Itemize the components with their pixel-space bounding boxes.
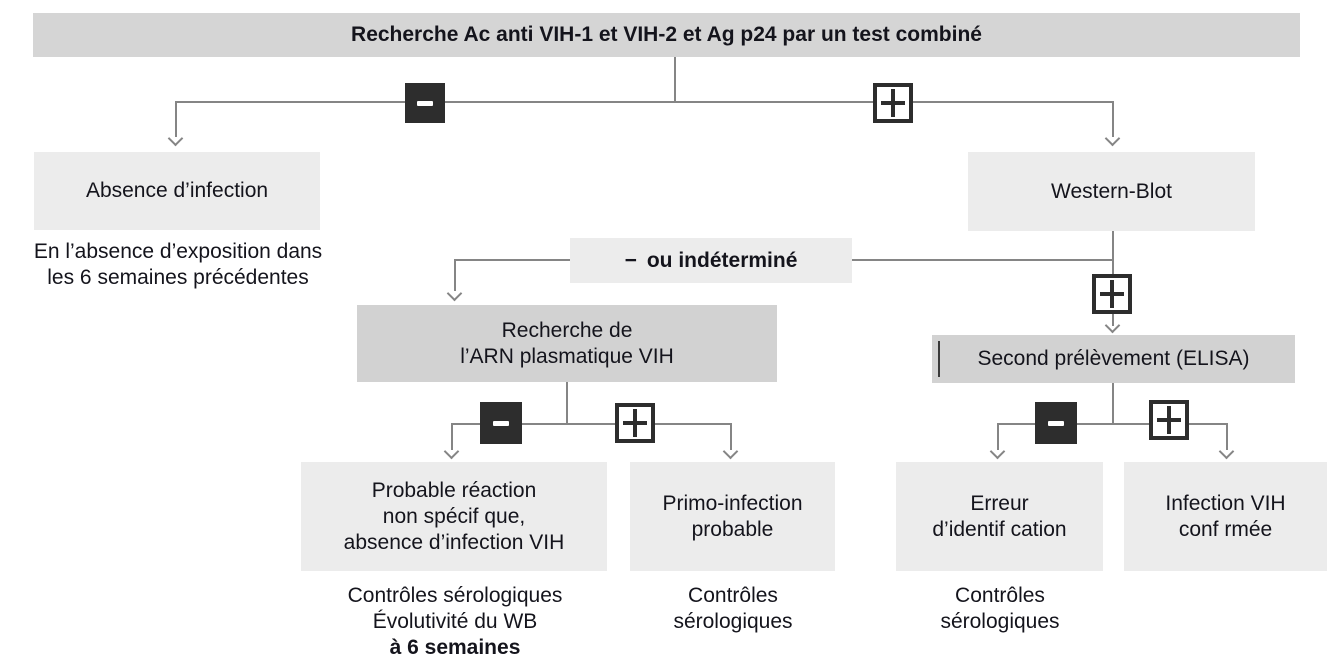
arrow-positive-top-tip [1104, 130, 1121, 147]
note-line: sérologiques [673, 610, 793, 633]
note-line: Contrôles sérologiques [347, 584, 563, 607]
title-label: Recherche Ac anti VIH-1 et VIH-2 et Ag p… [351, 23, 982, 46]
node-line: absence d’infection VIH [343, 530, 565, 554]
note-line: Contrôles [955, 584, 1045, 607]
minus-bar-icon [417, 100, 433, 106]
node-line: Erreur [970, 491, 1029, 515]
note-line: Évolutivité du WB [372, 610, 538, 633]
node-erreur-identification: Erreur d’identif cation [896, 462, 1103, 571]
cursor-artifact [938, 341, 940, 377]
arrow-arn-tip [446, 285, 463, 302]
node-indeterminate: − ou indéterminé [570, 238, 852, 283]
note-controles-wb: Contrôles sérologiques Évolutivité du WB… [303, 583, 607, 661]
node-line: Primo-infection [662, 491, 803, 515]
arrow-infection-line [1226, 423, 1228, 450]
negative-icon [1035, 402, 1077, 444]
arrow-elisa-tip [1104, 317, 1121, 334]
node-line: Recherche de [501, 318, 633, 342]
indeterminate-label: ou indéterminé [646, 248, 798, 272]
connector-elisa-fork [998, 423, 1228, 425]
connector-title-down [674, 57, 676, 102]
node-label: Second prélèvement (ELISA) [977, 347, 1250, 370]
connector-arn-fork [452, 423, 732, 425]
note-absence-exposition: En l’absence d’exposition dans les 6 sem… [2, 239, 354, 291]
arrow-elisa-line [1112, 314, 1114, 326]
negative-icon [405, 83, 445, 123]
node-line: l’ARN plasmatique VIH [460, 344, 674, 368]
arrow-positive-top-line [1112, 101, 1114, 137]
arrow-negative-top-tip [167, 130, 184, 147]
arrow-probable-line [451, 423, 453, 450]
arrow-erreur-tip [989, 443, 1006, 460]
node-line: non spécif que, [382, 504, 526, 528]
node-line: d’identif cation [932, 517, 1067, 541]
plus-vertical-icon [891, 89, 895, 117]
node-label: Absence d’infection [85, 179, 269, 202]
arrow-infection-tip [1218, 443, 1235, 460]
plus-vertical-icon [633, 409, 637, 437]
positive-icon [873, 83, 913, 123]
plus-vertical-icon [1167, 406, 1171, 434]
arrow-primo-tip [722, 443, 739, 460]
node-line: conf rmée [1178, 517, 1273, 541]
arrow-negative-top-line [175, 101, 177, 137]
note-line: Contrôles [688, 584, 778, 607]
minus-bar-icon [493, 420, 509, 426]
connector-westernblot-down [1112, 231, 1114, 261]
note-line: sérologiques [940, 610, 1060, 633]
node-second-prelevement: Second prélèvement (ELISA) [932, 335, 1295, 383]
connector-top-branch [176, 101, 1114, 103]
plus-vertical-icon [1110, 280, 1114, 308]
minus-sign: − [624, 248, 637, 272]
minus-bar-icon [1048, 420, 1064, 426]
node-label: Western-Blot [1051, 179, 1172, 203]
node-line: Probable réaction [371, 478, 537, 502]
node-line: Infection VIH [1165, 491, 1286, 515]
arrow-arn-line [454, 259, 456, 291]
node-primo-infection: Primo-infection probable [630, 462, 835, 571]
connector-westernblot-positive [1112, 261, 1114, 277]
positive-icon [1092, 274, 1132, 314]
note-line: les 6 semaines précédentes [47, 266, 309, 289]
note-line: En l’absence d’exposition dans [33, 240, 323, 263]
node-western-blot: Western-Blot [968, 152, 1255, 231]
negative-icon [480, 402, 522, 444]
connector-elisa-down [1112, 383, 1114, 424]
node-absence-infection: Absence d’infection [34, 152, 320, 230]
node-arn-plasmatique: Recherche de l’ARN plasmatique VIH [357, 305, 777, 382]
node-probable-reaction: Probable réaction non spécif que, absenc… [301, 462, 607, 571]
arrow-primo-line [730, 423, 732, 450]
note-controles-erreur: Contrôles sérologiques [900, 583, 1100, 635]
arrow-erreur-line [997, 423, 999, 450]
note-line-bold: à 6 semaines [389, 636, 521, 659]
node-infection-confirmee: Infection VIH conf rmée [1124, 462, 1327, 571]
positive-icon [615, 403, 655, 443]
arrow-probable-tip [443, 443, 460, 460]
note-controles-primo: Contrôles sérologiques [633, 583, 833, 635]
positive-icon [1149, 400, 1189, 440]
connector-arn-down [566, 382, 568, 424]
node-line: probable [691, 517, 774, 541]
node-title: Recherche Ac anti VIH-1 et VIH-2 et Ag p… [33, 13, 1300, 57]
